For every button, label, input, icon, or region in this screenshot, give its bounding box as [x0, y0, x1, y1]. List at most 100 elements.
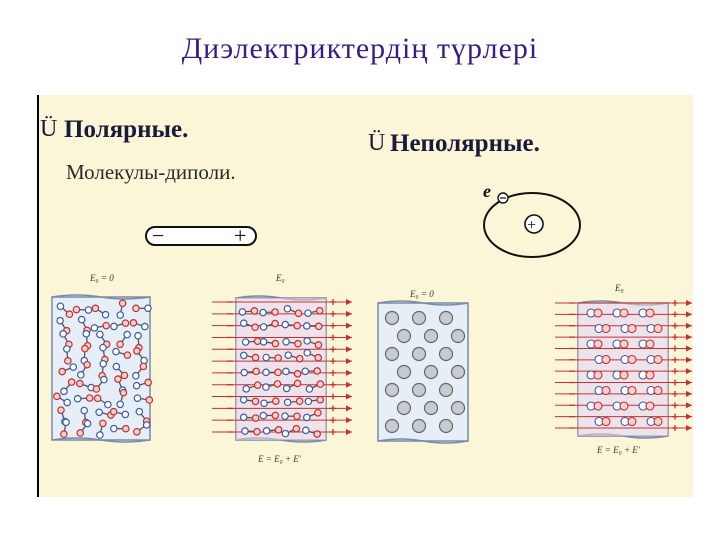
- dipole-positive-end: [114, 375, 122, 383]
- dipole-negative-end: [259, 323, 268, 331]
- dipole-negative-end: [96, 431, 104, 439]
- neutral-atom: [384, 346, 400, 362]
- dipole-minus-sign: −: [152, 223, 164, 248]
- nonpolar-dielectric-no-field: [377, 300, 469, 444]
- dipole-negative-end: [259, 308, 267, 317]
- dipole-negative-end: [116, 400, 125, 409]
- dipole-negative-end: [60, 387, 68, 396]
- dipole-negative-end: [101, 310, 110, 319]
- slab-top-edge: [51, 294, 151, 300]
- slab-top-edge: [377, 300, 469, 306]
- dipole-positive-end: [293, 321, 301, 330]
- dipole-negative-end: [144, 304, 152, 313]
- dipole-positive-end: [123, 351, 132, 359]
- neutral-atom: [396, 364, 412, 380]
- slide-title: Диэлектриктердің түрлері: [181, 32, 539, 65]
- dipole-negative-end: [110, 322, 118, 331]
- dipole-negative-end: [262, 383, 270, 391]
- field-arrow: [346, 346, 352, 353]
- dipole-negative-end: [62, 345, 71, 353]
- field-arrow: [686, 425, 692, 431]
- dipole-positive-end: [251, 353, 260, 362]
- induced-dipole-positive: [653, 354, 663, 365]
- dipole-negative-end: [83, 419, 92, 428]
- induced-dipole-positive: [653, 385, 663, 396]
- induced-dipole-positive: [601, 416, 611, 427]
- field-arrow: [346, 299, 352, 305]
- dipole-negative-end: [238, 308, 247, 316]
- dipole-negative-end: [99, 343, 107, 352]
- dipole-positive-end: [251, 323, 259, 332]
- dipole-negative-end: [112, 347, 120, 356]
- dipole-positive-end: [116, 340, 124, 349]
- dipole-negative-end: [302, 426, 310, 435]
- induced-dipole-positive: [601, 354, 611, 365]
- dipole-negative-end: [305, 385, 314, 393]
- dipole-positive-end: [92, 385, 101, 393]
- dipole-negative-end: [82, 330, 91, 338]
- field-arrow: [346, 381, 352, 388]
- dipole-negative-end: [121, 410, 130, 419]
- slab-bottom-edge: [51, 437, 151, 443]
- dipole-positive-end: [67, 378, 76, 386]
- induced-dipole-positive: [619, 308, 629, 318]
- dipole-negative-end: [260, 399, 268, 408]
- dipole-positive-end: [64, 357, 72, 365]
- nonpolar-field-label: E₀: [614, 283, 624, 293]
- dipole-positive-end: [294, 309, 303, 318]
- induced-dipole-positive: [653, 416, 663, 427]
- dipole-negative-end: [239, 395, 248, 404]
- dipole-negative-end: [100, 375, 108, 384]
- dipole-negative-end: [304, 397, 313, 406]
- dipole-positive-end: [253, 427, 261, 436]
- dipole-negative-end: [304, 309, 312, 317]
- field-arrow: [686, 300, 692, 306]
- dipole-negative-end: [59, 330, 67, 338]
- dipole-positive-end: [314, 408, 322, 417]
- neutral-atom: [423, 328, 439, 344]
- polar-heading: Полярные.: [64, 116, 189, 143]
- dipole-negative-end: [84, 306, 93, 314]
- dipole-positive-end: [274, 368, 282, 377]
- dipole-positive-end: [314, 322, 323, 331]
- field-arrow: [686, 345, 692, 352]
- field-arrow: [686, 322, 692, 329]
- slab-tint: [578, 303, 668, 436]
- field-arrow: [686, 413, 692, 420]
- induced-dipole-positive: [645, 370, 655, 380]
- neutral-atom: [438, 418, 454, 434]
- atom-diagram: + e: [483, 181, 581, 258]
- dipole-negative-end: [96, 330, 104, 339]
- induced-dipole-positive: [593, 401, 603, 411]
- dipole-positive-end: [314, 353, 323, 362]
- dipole-positive-end: [133, 427, 141, 436]
- induced-dipole-positive: [593, 339, 603, 349]
- field-arrow: [686, 390, 692, 397]
- neutral-atom: [438, 382, 454, 398]
- left-border-line: [37, 95, 39, 497]
- dipole-negative-end: [282, 384, 291, 393]
- dipole-positive-end: [295, 397, 304, 406]
- dipole-positive-end: [273, 380, 282, 388]
- dipole-positive-end: [293, 379, 302, 388]
- dipole-positive-end: [144, 378, 153, 387]
- dipole-positive-end: [316, 380, 325, 388]
- dipole-positive-end: [58, 367, 66, 376]
- dipole-negative-end: [262, 368, 270, 377]
- dipole-negative-end: [303, 337, 311, 345]
- field-arrow: [686, 311, 692, 318]
- nonpolar-heading: Неполярные.: [390, 130, 540, 157]
- dipole-negative-end: [134, 331, 142, 340]
- dipole-positive-end: [109, 407, 118, 416]
- dipole-positive-end: [60, 430, 68, 438]
- dipole-negative-end: [262, 353, 270, 362]
- dipole-positive-end: [271, 308, 279, 316]
- dipole-positive-end: [271, 339, 280, 348]
- dipole-positive-end: [76, 429, 85, 437]
- nonpolar-total-field-label: E = E₀ + E': [596, 445, 641, 455]
- neutral-atom: [411, 418, 427, 434]
- dipole-positive-end: [292, 424, 301, 433]
- dipole-negative-end: [132, 371, 140, 380]
- field-arrow: [346, 429, 352, 435]
- dipole-negative-end: [281, 320, 290, 329]
